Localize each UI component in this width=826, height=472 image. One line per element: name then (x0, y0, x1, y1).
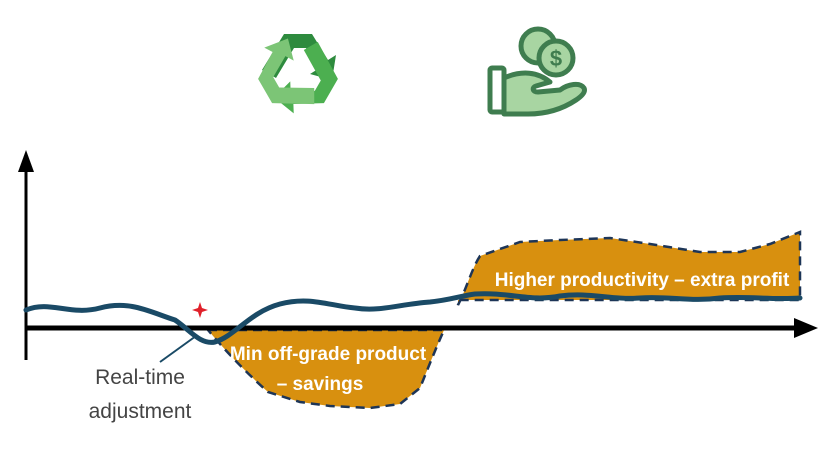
upper-area-label: Higher productivity – extra profit (495, 270, 790, 291)
upper-area (456, 230, 802, 306)
x-axis-arrow (794, 318, 818, 338)
recycle-icon (258, 34, 338, 114)
y-axis-arrow (18, 150, 34, 172)
adjustment-pointer (159, 335, 197, 363)
signal-line (23, 291, 803, 345)
dollar-sign: $ (550, 46, 562, 71)
adjustment-label-line1: Real-time (95, 366, 185, 389)
lower-area-label-line1: Min off-grade product (230, 344, 427, 365)
lower-area-label-line2: – savings (277, 374, 364, 395)
coin-front (536, 38, 576, 78)
lower-area (205, 328, 446, 410)
hand (501, 70, 587, 117)
recycle-arrow (258, 38, 315, 105)
money-hand-icon: $ (487, 26, 587, 117)
spark-icon (192, 302, 208, 318)
adjustment-label-line2: adjustment (89, 400, 192, 423)
